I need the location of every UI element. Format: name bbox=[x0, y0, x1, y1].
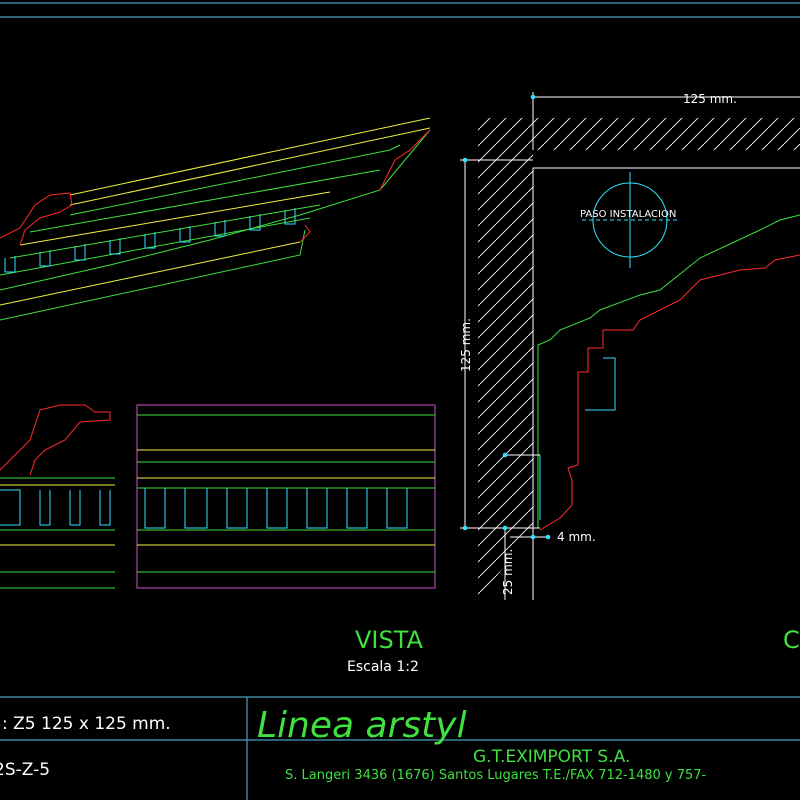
vista-scale: Escala 1:2 bbox=[347, 659, 419, 675]
install-label: PASO INSTALACION bbox=[580, 209, 676, 220]
wall-hatch-left bbox=[478, 118, 533, 600]
company-address: S. Langeri 3436 (1676) Santos Lugares T.… bbox=[285, 768, 707, 783]
side-section-left bbox=[0, 404, 115, 589]
drawing-code: 2S-Z-5 bbox=[0, 760, 50, 780]
wall-hatch-top bbox=[478, 118, 800, 150]
small-dimension-label: 4 mm. bbox=[557, 530, 596, 544]
left-dimension-label: 125 mm. bbox=[459, 318, 473, 372]
company-name: G.T.EXIMPORT S.A. bbox=[473, 747, 630, 767]
vista-title: VISTA bbox=[355, 626, 424, 654]
isometric-view bbox=[0, 117, 431, 321]
bottom-dimension-label: 25 mm. bbox=[501, 549, 515, 595]
vista-elevation bbox=[136, 404, 436, 589]
model-description: : Z5 125 x 125 mm. bbox=[2, 714, 171, 734]
product-line: Linea arstyl bbox=[257, 705, 467, 746]
profile-section bbox=[460, 92, 800, 600]
cornice-profile bbox=[539, 254, 800, 531]
second-view-title: C bbox=[783, 626, 800, 654]
top-dimension-label: 125 mm. bbox=[683, 92, 737, 106]
